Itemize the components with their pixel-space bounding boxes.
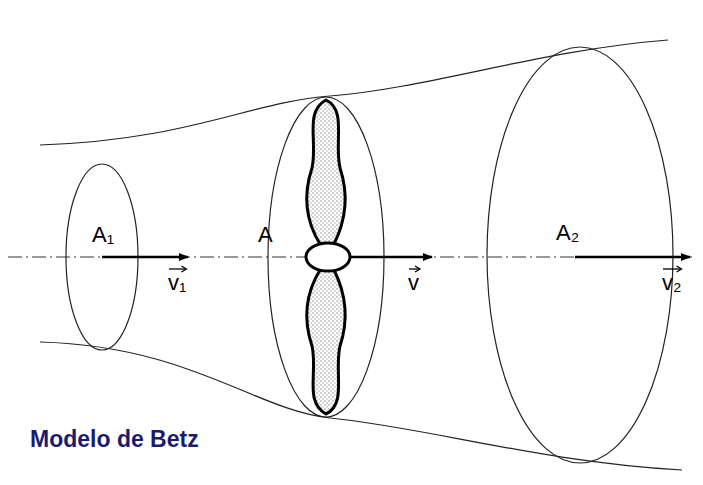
velocity-label: v₂ [662, 272, 682, 294]
rotor-blade [307, 270, 345, 414]
velocity-label: v [408, 272, 419, 294]
velocity-label: v₁ [168, 272, 186, 294]
area-label: A₂ [556, 222, 579, 244]
axis-line [8, 257, 692, 258]
figure-caption: Modelo de Betz [30, 428, 199, 451]
rotor-blade [307, 100, 345, 244]
rotor-hub [306, 243, 350, 271]
velocity-arrow [102, 256, 188, 259]
velocity-arrow [575, 256, 690, 259]
vector-bar [663, 268, 681, 269]
streamline-top [40, 40, 668, 145]
vector-bar [409, 268, 419, 269]
area-label: A₁ [92, 224, 114, 246]
vector-bar [169, 268, 185, 269]
velocity-arrow [350, 256, 432, 259]
section-ellipse [487, 47, 673, 463]
area-label: A [258, 224, 273, 246]
